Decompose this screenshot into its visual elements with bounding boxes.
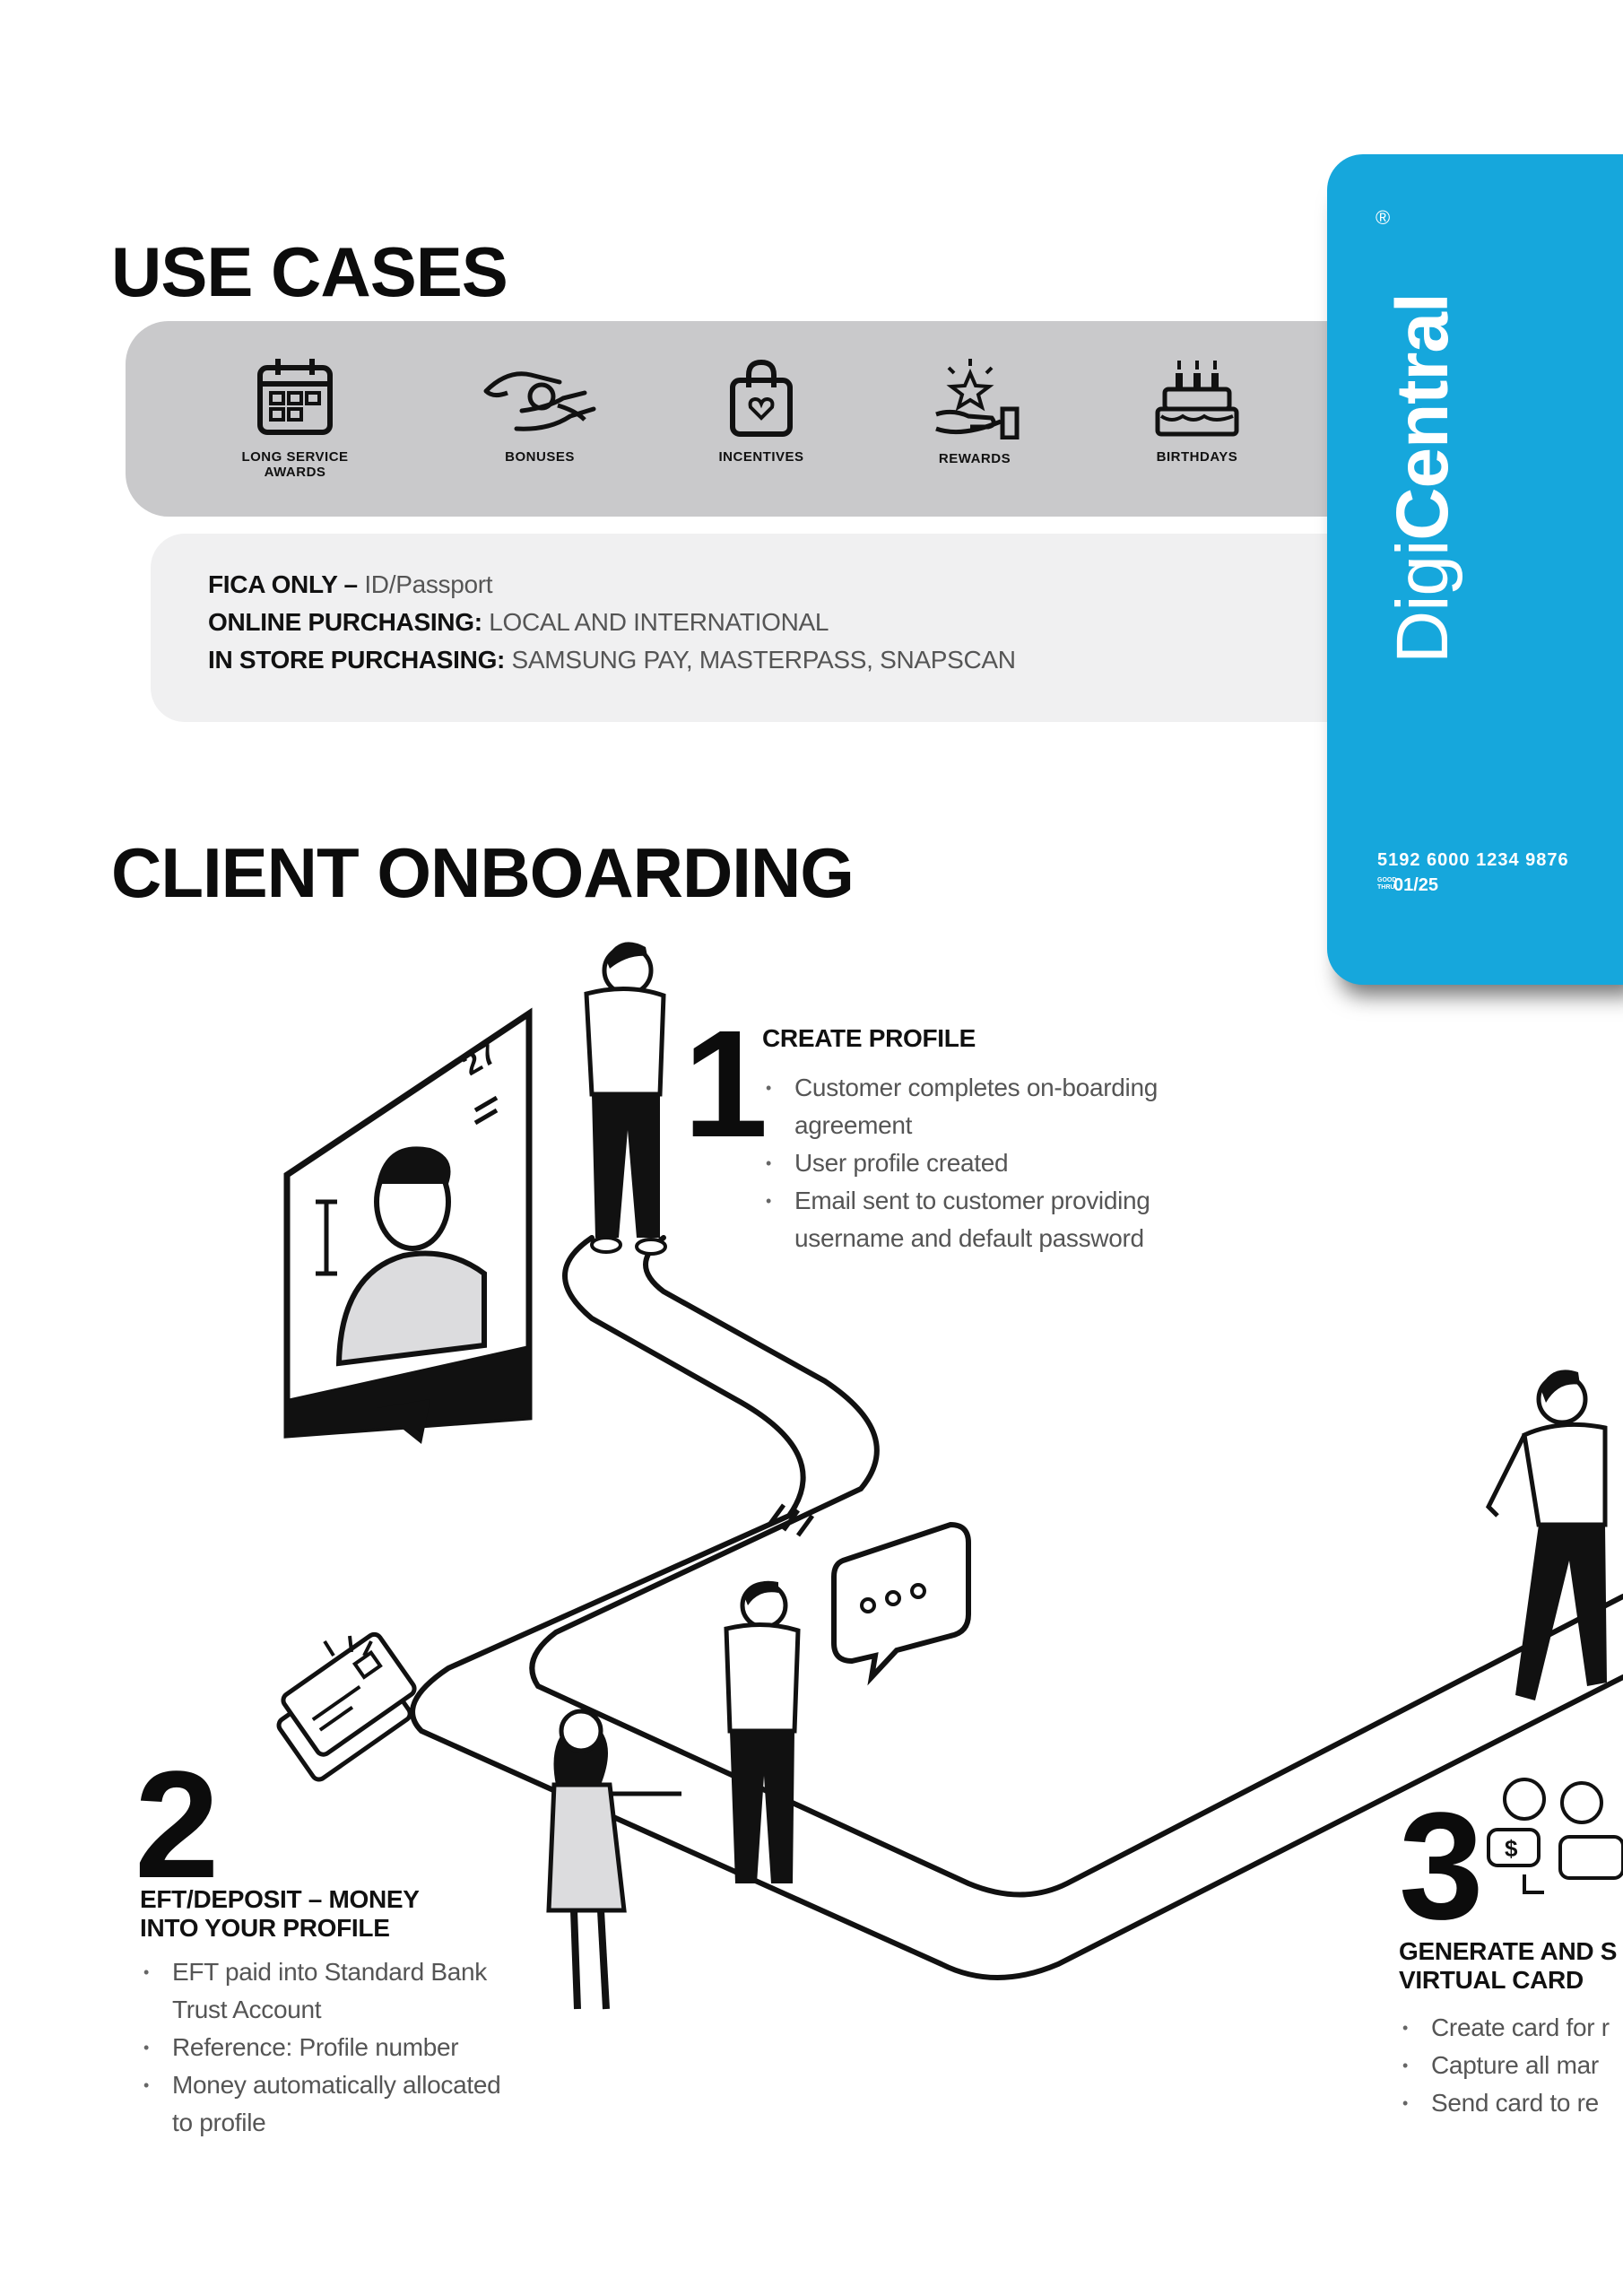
bullet-item: Email sent to customer providing bbox=[762, 1182, 1158, 1220]
person-walking bbox=[1485, 1370, 1608, 1700]
step-3-title-line-1: GENERATE AND S bbox=[1399, 1937, 1618, 1965]
bullet-continuation: Trust Account bbox=[172, 1996, 322, 2023]
bullet-item: Create card for r bbox=[1399, 2009, 1610, 2047]
use-case-label-2: AWARDS bbox=[264, 465, 326, 480]
card-brand-logo: DigiCentral bbox=[1381, 293, 1465, 664]
use-case-label: LONG SERVICE bbox=[241, 449, 349, 465]
info-label: IN STORE PURCHASING: bbox=[208, 646, 512, 674]
info-online: ONLINE PURCHASING: LOCAL AND INTERNATION… bbox=[208, 608, 829, 637]
bullet-item: Capture all mar bbox=[1399, 2047, 1610, 2084]
info-value: LOCAL AND INTERNATIONAL bbox=[489, 608, 829, 636]
use-case-label: BONUSES bbox=[505, 449, 575, 465]
step-2-bullets: EFT paid into Standard Bank Trust Accoun… bbox=[140, 1953, 501, 2142]
shopping-bag-icon bbox=[730, 359, 793, 437]
card-brand-thin: Digi bbox=[1382, 540, 1463, 664]
use-cases-heading: USE CASES bbox=[111, 232, 508, 311]
step-2-title: EFT/DEPOSIT – MONEY INTO YOUR PROFILE bbox=[140, 1885, 420, 1943]
step-2-title-line-1: EFT/DEPOSIT – MONEY bbox=[140, 1885, 420, 1913]
step-2-number: 2 bbox=[135, 1740, 220, 1910]
bullet-continuation: to profile bbox=[172, 2109, 266, 2136]
info-value: SAMSUNG PAY, MASTERPASS, SNAPSCAN bbox=[511, 646, 1016, 674]
use-case-rewards: REWARDS bbox=[881, 357, 1069, 465]
info-instore: IN STORE PURCHASING: SAMSUNG PAY, MASTER… bbox=[208, 646, 1016, 674]
calendar-icon bbox=[257, 359, 333, 435]
info-label: ONLINE PURCHASING: bbox=[208, 608, 490, 636]
birthday-cake-icon bbox=[1155, 361, 1239, 437]
use-cases-info-panel bbox=[151, 534, 1406, 722]
bullet-item: EFT paid into Standard Bank bbox=[140, 1953, 500, 1991]
people-laptops-icon: $ bbox=[1487, 1778, 1623, 1894]
card-brand-bold: Central bbox=[1382, 293, 1463, 541]
profile-picture-card: 27 bbox=[283, 1007, 533, 1444]
bullet-item: Customer completes on-boarding bbox=[762, 1069, 1158, 1107]
step-3-bullets: Create card for r Capture all mar Send c… bbox=[1399, 2009, 1610, 2122]
speech-bubble bbox=[831, 1521, 971, 1686]
step-1-bullets: Customer completes on-boarding agreement… bbox=[762, 1069, 1158, 1257]
use-case-long-service-awards: LONG SERVICE AWARDS bbox=[201, 357, 389, 479]
card-expiry: 01/25 bbox=[1393, 875, 1439, 895]
bullet-continuation: username and default password bbox=[794, 1224, 1144, 1252]
card-expiry-tag-1: GOOD bbox=[1377, 877, 1397, 883]
info-label: FICA ONLY – bbox=[208, 570, 365, 598]
bullet-item: Money automatically allocated bbox=[140, 2066, 501, 2104]
info-value: ID/Passport bbox=[364, 570, 493, 598]
path-outer bbox=[410, 1235, 1623, 1980]
bullet-item: Send card to re bbox=[1399, 2084, 1610, 2122]
cards-icon bbox=[276, 1631, 417, 1782]
money-hands-icon bbox=[483, 371, 596, 431]
step-2-title-line-2: INTO YOUR PROFILE bbox=[140, 1914, 390, 1942]
person-standing-1 bbox=[584, 942, 667, 1256]
person-woman bbox=[546, 1709, 681, 2010]
bullet-item: User profile created bbox=[762, 1144, 1158, 1182]
card-registered-mark: ® bbox=[1376, 206, 1391, 229]
use-case-label: INCENTIVES bbox=[718, 449, 804, 465]
bullet-continuation: agreement bbox=[794, 1111, 913, 1139]
onboarding-illustration: 27 bbox=[276, 942, 1623, 2010]
use-case-birthdays: BIRTHDAYS bbox=[1103, 357, 1291, 464]
person-standing-2 bbox=[724, 1580, 801, 1883]
use-case-label: BIRTHDAYS bbox=[1156, 449, 1238, 465]
use-case-bonuses: BONUSES bbox=[446, 357, 634, 464]
client-onboarding-heading: CLIENT ONBOARDING bbox=[111, 833, 855, 912]
use-case-label: REWARDS bbox=[938, 451, 1011, 466]
step-1-title: CREATE PROFILE bbox=[762, 1024, 976, 1052]
svg-text:$: $ bbox=[1505, 1835, 1518, 1862]
bullet-item: Reference: Profile number bbox=[140, 2029, 500, 2066]
step-1-number: 1 bbox=[683, 999, 768, 1170]
info-fica: FICA ONLY – ID/Passport bbox=[208, 570, 493, 599]
card-expiry-tag-2: THRU bbox=[1377, 884, 1395, 891]
use-case-incentives: INCENTIVES bbox=[667, 357, 855, 464]
step-3-title: GENERATE AND S VIRTUAL CARD bbox=[1399, 1937, 1617, 1995]
path-inner bbox=[529, 1235, 1623, 1898]
step-3-number: 3 bbox=[1399, 1781, 1484, 1952]
card-number: 5192 6000 1234 9876 bbox=[1377, 850, 1569, 870]
step-3-title-line-2: VIRTUAL CARD bbox=[1399, 1966, 1584, 1994]
digicentral-card bbox=[1327, 154, 1623, 985]
star-hand-icon bbox=[935, 359, 1020, 439]
